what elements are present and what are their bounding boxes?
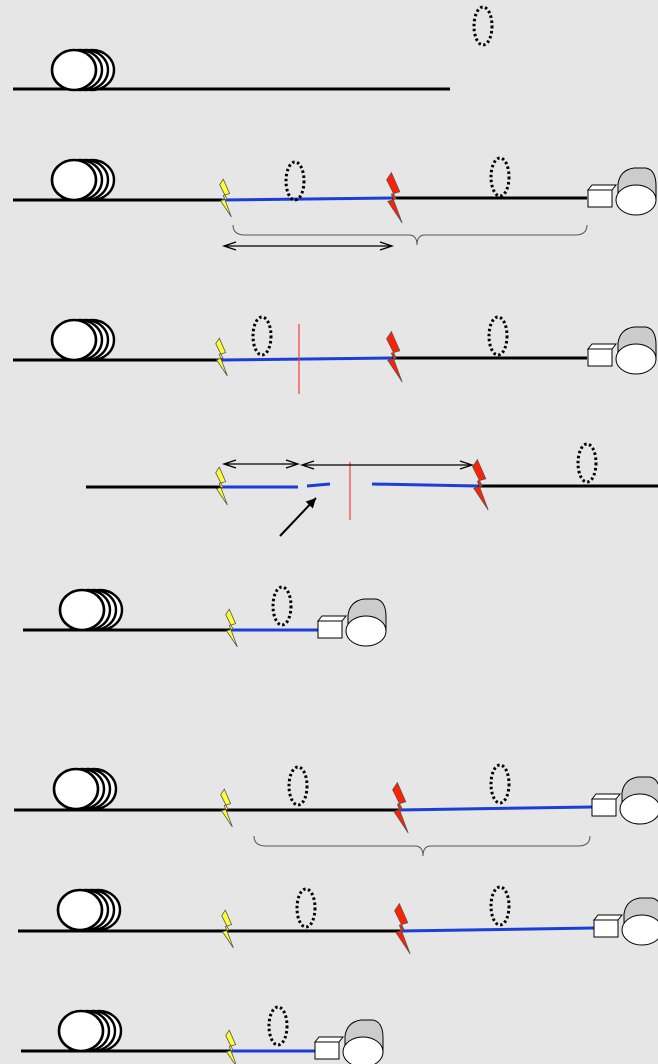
capture-roller (622, 915, 658, 945)
capture-box (594, 920, 618, 937)
capture-machine-icon (588, 327, 656, 374)
capture-box-top (315, 1037, 343, 1042)
pointer-arrow-icon (280, 498, 316, 536)
row-3 (13, 317, 656, 394)
capture-box-top (594, 915, 622, 920)
double-arrow-icon (224, 242, 392, 250)
capture-box-top (588, 344, 616, 349)
brace-path (254, 836, 590, 856)
red-lightning-icon (395, 904, 411, 954)
row-8 (21, 1007, 383, 1064)
row-6 (14, 765, 658, 856)
dotted-loop-icon (273, 587, 291, 625)
capture-machine-icon (588, 168, 656, 215)
yellow-lightning-icon (216, 338, 228, 376)
capture-box-top (318, 616, 346, 621)
yellow-lightning-icon (226, 609, 238, 647)
fragment (307, 484, 330, 486)
capture-machine-icon (594, 898, 658, 945)
dotted-loop-icon (286, 162, 304, 200)
labeled-segment (372, 484, 478, 486)
brace-icon (233, 225, 587, 245)
spool-front (54, 769, 98, 809)
spool-front (52, 50, 96, 90)
row-4 (86, 444, 658, 536)
dotted-loop-icon (491, 158, 509, 196)
capture-machine-icon (315, 1020, 383, 1064)
spool-front (59, 1011, 103, 1051)
capture-box-top (592, 794, 620, 799)
dotted-loop-icon (269, 1007, 287, 1045)
labeled-segment (400, 928, 594, 931)
brace-path (233, 225, 587, 245)
row-1 (13, 7, 492, 90)
dotted-loop-icon (289, 767, 307, 805)
capture-box (592, 799, 616, 816)
dotted-loop-icon (474, 7, 492, 45)
capture-box (318, 621, 342, 638)
capture-roller (616, 185, 656, 215)
spool-icon (52, 320, 114, 360)
yellow-lightning-icon (221, 789, 233, 827)
double-arrow-icon (224, 460, 298, 468)
dotted-loop-icon (578, 444, 596, 482)
dotted-loop-icon (253, 317, 271, 355)
labeled-segment (222, 198, 392, 200)
spool-icon (52, 50, 114, 90)
yellow-lightning-icon (220, 179, 232, 217)
capture-box (315, 1042, 339, 1059)
yellow-lightning-icon (226, 1030, 238, 1064)
capture-roller (343, 1037, 383, 1064)
capture-roller (346, 616, 386, 646)
labeled-segment (398, 807, 592, 810)
capture-box (588, 190, 612, 207)
spool-front (60, 590, 104, 630)
yellow-lightning-icon (222, 910, 234, 948)
row-2 (13, 158, 656, 250)
dotted-loop-icon (297, 889, 315, 927)
row-5 (23, 587, 386, 647)
row-7 (18, 887, 658, 954)
spool-front (58, 890, 102, 930)
capture-box-top (588, 185, 616, 190)
capture-machine-icon (318, 599, 386, 646)
spool-icon (59, 1011, 121, 1051)
brace-icon (254, 836, 590, 856)
capture-roller (620, 794, 658, 824)
spool-icon (52, 160, 114, 200)
spool-icon (54, 769, 116, 809)
spool-front (52, 320, 96, 360)
labeled-segment (222, 358, 392, 360)
capture-box (588, 349, 612, 366)
dotted-loop-icon (491, 887, 509, 925)
dotted-loop-icon (489, 317, 507, 355)
red-lightning-icon (393, 783, 409, 833)
spool-icon (60, 590, 122, 630)
spool-front (52, 160, 96, 200)
capture-roller (616, 344, 656, 374)
capture-machine-icon (592, 777, 658, 824)
double-arrow-icon (302, 461, 472, 469)
dotted-loop-icon (491, 765, 509, 803)
spool-icon (58, 890, 120, 930)
